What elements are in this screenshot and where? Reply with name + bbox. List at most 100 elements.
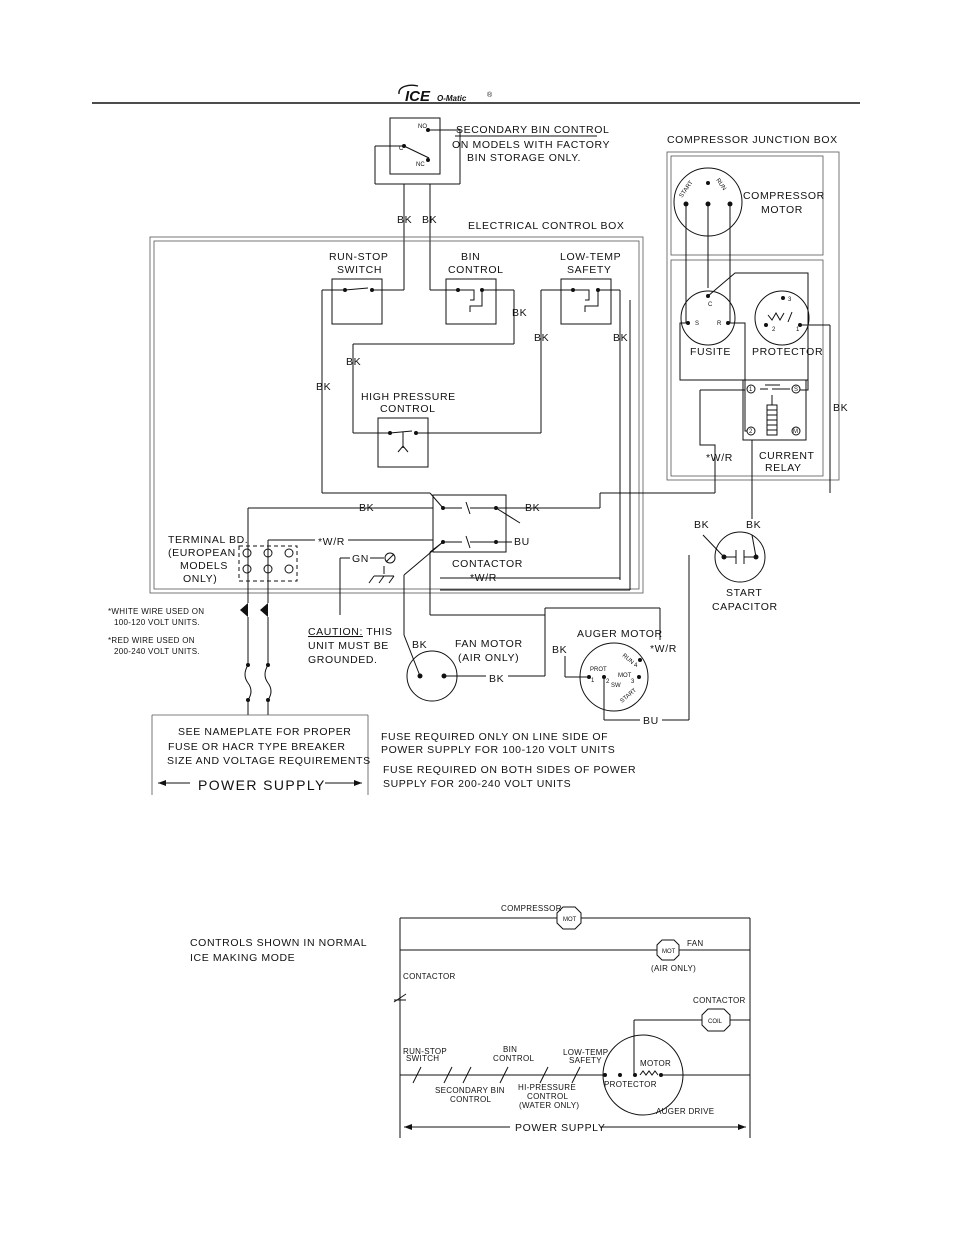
- svg-text:RUN: RUN: [714, 178, 726, 192]
- svg-text:HI-PRESSURE: HI-PRESSURE: [518, 1083, 576, 1092]
- ladder-diagram: CONTROLS SHOWN IN NORMAL ICE MAKING MODE…: [190, 904, 751, 1138]
- svg-text:S: S: [695, 321, 699, 327]
- svg-text:FUSITE: FUSITE: [690, 346, 731, 358]
- svg-text:ON MODELS WITH FACTORY: ON MODELS WITH FACTORY: [452, 139, 610, 151]
- svg-text:RELAY: RELAY: [765, 462, 802, 474]
- svg-text:CONTACTOR: CONTACTOR: [452, 558, 523, 570]
- ladder-compressor: MOT COMPRESSOR: [400, 904, 750, 930]
- svg-text:NC: NC: [416, 162, 425, 168]
- svg-text:4: 4: [634, 663, 638, 669]
- svg-text:3: 3: [788, 297, 792, 303]
- terminal-board: TERMINAL BD. (EUROPEAN MODELS ONLY): [168, 508, 298, 715]
- svg-text:SAFETY: SAFETY: [567, 264, 611, 276]
- svg-text:SIZE AND VOLTAGE REQUIREMENTS: SIZE AND VOLTAGE REQUIREMENTS: [167, 755, 371, 767]
- svg-text:ICE MAKING MODE: ICE MAKING MODE: [190, 952, 295, 964]
- svg-text:POWER SUPPLY FOR 100-120 VOLT: POWER SUPPLY FOR 100-120 VOLT UNITS: [381, 744, 615, 756]
- svg-text:BIN: BIN: [503, 1045, 517, 1054]
- svg-text:HIGH PRESSURE: HIGH PRESSURE: [361, 391, 456, 403]
- svg-text:MODELS: MODELS: [180, 560, 228, 572]
- svg-text:200-240 VOLT UNITS.: 200-240 VOLT UNITS.: [114, 647, 200, 656]
- svg-text:(EUROPEAN: (EUROPEAN: [168, 547, 236, 559]
- secondary-bin-switch: NO NC C: [374, 117, 461, 290]
- svg-text:1: 1: [591, 678, 595, 684]
- svg-text:BK: BK: [833, 402, 848, 414]
- brand-sub: O-Matic: [437, 94, 467, 103]
- svg-text:PROTECTOR: PROTECTOR: [604, 1080, 657, 1089]
- svg-text:MOTOR: MOTOR: [761, 204, 803, 216]
- wiring-diagram: NO NC C SECONDARY BIN CONTROL ON MODELS …: [108, 117, 848, 795]
- svg-text:1: 1: [796, 327, 800, 333]
- svg-text:2: 2: [772, 327, 776, 333]
- svg-text:RUN-STOP: RUN-STOP: [329, 251, 388, 263]
- auger-motor: AUGER MOTOR PROT RUN MOT SW START 1 2 3 …: [544, 555, 690, 727]
- svg-text:(AIR ONLY): (AIR ONLY): [651, 964, 696, 973]
- svg-text:BK: BK: [552, 644, 567, 656]
- ladder-contactor-coil: CONTACTOR COIL: [633, 996, 750, 1075]
- svg-text:SEE NAMEPLATE FOR PROPER: SEE NAMEPLATE FOR PROPER: [178, 726, 352, 738]
- svg-text:CURRENT: CURRENT: [759, 450, 815, 462]
- bin-control: BIN CONTROL BK: [430, 251, 527, 344]
- svg-text:RUN-STOP: RUN-STOP: [403, 1047, 447, 1056]
- svg-text:MOT: MOT: [662, 949, 676, 955]
- svg-text:TERMINAL BD.: TERMINAL BD.: [168, 534, 248, 546]
- ladder-control-rung: RUN-STOP SWITCH BIN CONTROL LOW-TEMP SAF…: [400, 1045, 608, 1110]
- high-pressure-control: HIGH PRESSURE CONTROL: [353, 391, 541, 468]
- wire-bk: BK: [422, 214, 437, 226]
- svg-text:START: START: [726, 587, 762, 599]
- svg-text:*RED WIRE USED ON: *RED WIRE USED ON: [108, 636, 195, 645]
- svg-text:CONTACTOR: CONTACTOR: [693, 996, 746, 1005]
- brand-main: ICE: [405, 88, 431, 105]
- svg-text:(AIR ONLY): (AIR ONLY): [458, 652, 519, 664]
- ladder-contactor-contact: CONTACTOR: [393, 972, 455, 1003]
- svg-text:*W/R: *W/R: [318, 536, 345, 548]
- svg-text:UNIT MUST BE: UNIT MUST BE: [308, 640, 389, 652]
- svg-text:COMPRESSOR JUNCTION BOX: COMPRESSOR JUNCTION BOX: [667, 134, 838, 146]
- current-relay: 1 S 2 M CURRENT RELAY *W/R: [699, 379, 815, 493]
- svg-text:FAN: FAN: [687, 939, 703, 948]
- svg-text:AUGER MOTOR: AUGER MOTOR: [577, 628, 663, 640]
- svg-text:CONTROL: CONTROL: [450, 1095, 491, 1104]
- svg-text:SECONDARY BIN: SECONDARY BIN: [435, 1086, 505, 1095]
- svg-text:CONTROLS SHOWN IN NORMAL: CONTROLS SHOWN IN NORMAL: [190, 937, 367, 949]
- svg-text:AUGER DRIVE: AUGER DRIVE: [656, 1107, 714, 1116]
- svg-text:SAFETY: SAFETY: [569, 1056, 602, 1065]
- svg-text:BU: BU: [643, 715, 659, 727]
- svg-text:CONTROL: CONTROL: [527, 1092, 568, 1101]
- svg-text:RUN: RUN: [621, 653, 635, 666]
- electrical-control-box-label: ELECTRICAL CONTROL BOX: [468, 220, 625, 232]
- svg-text:R: R: [717, 321, 722, 327]
- compressor-junction-box: COMPRESSOR JUNCTION BOX: [666, 134, 840, 481]
- electrical-control-box: ELECTRICAL CONTROL BOX: [149, 220, 644, 594]
- svg-text:BK: BK: [346, 356, 361, 368]
- svg-text:BU: BU: [514, 536, 530, 548]
- run-stop-switch: RUN-STOP SWITCH: [321, 251, 430, 494]
- svg-text:SECONDARY BIN CONTROL: SECONDARY BIN CONTROL: [456, 124, 609, 136]
- ladder-fan: MOT FAN (AIR ONLY): [400, 939, 750, 973]
- fan-motor: FAN MOTOR (AIR ONLY) BK BK: [403, 615, 546, 702]
- brand-logo: ICE O-Matic ®: [398, 84, 493, 105]
- low-temp-safety: LOW-TEMP SAFETY BK BK BK BK: [316, 251, 628, 580]
- svg-text:FUSE REQUIRED ONLY ON LINE SID: FUSE REQUIRED ONLY ON LINE SIDE OF: [381, 731, 608, 743]
- svg-text:SW: SW: [611, 683, 621, 689]
- svg-text:BK: BK: [746, 519, 761, 531]
- svg-text:GROUNDED.: GROUNDED.: [308, 654, 378, 666]
- wire-notes: *WHITE WIRE USED ON 100-120 VOLT UNITS. …: [108, 607, 204, 656]
- svg-text:FUSE OR HACR TYPE BREAKER: FUSE OR HACR TYPE BREAKER: [168, 741, 346, 753]
- svg-text:*W/R: *W/R: [706, 452, 733, 464]
- brand-reg: ®: [487, 91, 493, 99]
- ladder-auger-drive: MOTOR PROTECTOR AUGER DRIVE: [602, 1034, 750, 1116]
- svg-text:MOT: MOT: [618, 673, 632, 679]
- svg-text:CONTROL: CONTROL: [448, 264, 504, 276]
- svg-text:SWITCH: SWITCH: [337, 264, 382, 276]
- svg-text:CAPACITOR: CAPACITOR: [712, 601, 778, 613]
- svg-text:BIN STORAGE ONLY.: BIN STORAGE ONLY.: [467, 152, 581, 164]
- svg-text:(WATER ONLY): (WATER ONLY): [519, 1101, 579, 1110]
- svg-text:ONLY): ONLY): [183, 573, 217, 585]
- svg-text:PROT: PROT: [590, 667, 607, 673]
- svg-text:100-120 VOLT UNITS.: 100-120 VOLT UNITS.: [114, 618, 200, 627]
- svg-text:BK: BK: [694, 519, 709, 531]
- svg-text:*W/R: *W/R: [650, 643, 677, 655]
- svg-text:COMPRESSOR: COMPRESSOR: [501, 904, 562, 913]
- svg-text:SWITCH: SWITCH: [406, 1054, 439, 1063]
